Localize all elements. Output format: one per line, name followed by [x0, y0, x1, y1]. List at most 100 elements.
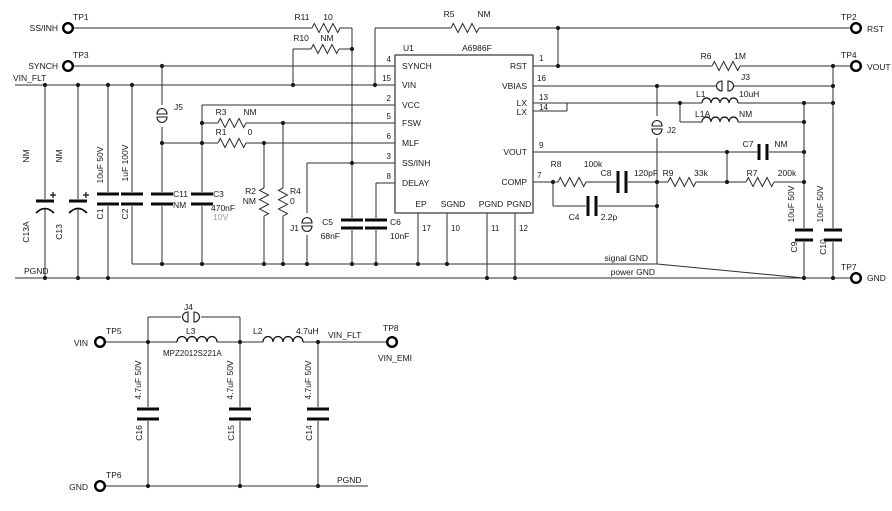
capacitor-C6 [365, 218, 387, 230]
resistor-R11-ref: R11 [295, 12, 310, 22]
ic-pin-num-17: 17 [422, 224, 431, 233]
junction-dot [159, 63, 165, 69]
junction-dot [654, 179, 660, 185]
wire-input-caps [44, 85, 133, 278]
resistor-R11 [311, 22, 341, 34]
jumper-symbols [156, 80, 734, 323]
junction-dot [280, 120, 286, 126]
plus-icon [83, 192, 89, 198]
inductor-L1A-ref: L1A [695, 109, 710, 119]
jumper-J4-icon [182, 311, 200, 323]
net-label-gnd-bottom: GND [69, 482, 88, 492]
inductor-L3-value: MPZ2012S221A [163, 349, 222, 358]
capacitor-C15-value: 4.7uF 50V [225, 360, 235, 400]
ic-pin-name-vbias: VBIAS [502, 81, 527, 91]
jumper-J4-label: J4 [184, 302, 193, 312]
wire-top-rows [15, 27, 851, 163]
capacitor-C3-ref: C3 [213, 189, 224, 199]
net-label-power-gnd: power GND [611, 267, 655, 277]
capacitor-C11-ref: C11 [173, 189, 188, 199]
inductor-L2-value: 4.7uH [296, 326, 319, 336]
ic-pin-name-pgnd2: PGND [507, 199, 532, 209]
net-label-vin-flt: VIN_FLT [13, 73, 46, 83]
resistor-R6-value: 1M [734, 51, 746, 61]
capacitor-C14-value: 4.7uF 50V [303, 360, 313, 400]
capacitor-C11 [151, 192, 173, 206]
junction-dot [801, 149, 807, 155]
capacitor-C6-ref: C6 [390, 217, 401, 227]
jumper-J5-label: J5 [174, 102, 183, 112]
resistor-R4-value: 0 [290, 196, 295, 206]
ic-pin-name-ssinh: SS/INH [402, 158, 430, 168]
testpoint-TP2-label: TP2 [841, 12, 857, 22]
junction-dot [830, 63, 836, 69]
junction-dot [105, 82, 111, 88]
resistor-R9 [667, 176, 697, 188]
ic-ref: U1 [403, 43, 414, 53]
resistor-R3-value: NM [243, 107, 256, 117]
capacitor-C13-ref: C13 [54, 224, 64, 240]
resistor-R10 [310, 43, 340, 55]
junction-dot [555, 25, 561, 31]
testpoint-TP7-label: TP7 [841, 262, 857, 272]
resistor-R3-ref: R3 [216, 107, 227, 117]
ic-pin-name-vout: VOUT [503, 147, 527, 157]
ic-pin-name-vcc: VCC [402, 100, 420, 110]
capacitor-C13A-curved-plate [35, 207, 55, 214]
junction-dot [654, 203, 660, 209]
resistor-R1-value: 0 [248, 127, 253, 137]
junction-dot [373, 261, 379, 267]
testpoint-TP1-icon [62, 22, 75, 35]
capacitor-C10-value: 10uF 50V [815, 185, 825, 222]
testpoint-TP8-icon [386, 336, 399, 349]
capacitor-C14-ref: C14 [304, 425, 314, 441]
junction-dot [145, 339, 151, 345]
capacitor-C4-ref: C4 [569, 212, 580, 222]
wire-grounds [15, 213, 851, 279]
junction-dot [315, 339, 321, 345]
capacitor-C14 [307, 407, 329, 421]
resistor-R8-value: 100k [584, 159, 603, 169]
ic-pin-num-9: 9 [539, 141, 544, 150]
junction-dot [280, 261, 286, 267]
jumper-J1-icon [301, 217, 313, 232]
junction-dot [801, 119, 807, 125]
ic-body [394, 54, 534, 214]
capacitor-symbols [35, 144, 842, 421]
junction-dot [237, 483, 243, 489]
capacitor-C3-value: 470nF [211, 203, 235, 213]
ic-pin-num-6: 6 [387, 132, 392, 141]
capacitor-C5 [341, 218, 363, 230]
ic-pin-name-sgnd: SGND [441, 199, 466, 209]
jumper-J3-icon [716, 80, 734, 92]
ic-pin-num-11: 11 [491, 224, 500, 233]
testpoint-TP7-icon [850, 272, 863, 285]
resistor-R9-ref: R9 [663, 168, 674, 178]
net-label-vout: VOUT [867, 62, 891, 72]
wire-vcc-fsw-mlf [161, 66, 395, 264]
inductor-symbols [176, 97, 739, 343]
ic-pin-num-10: 10 [451, 224, 460, 233]
junction-dot [724, 149, 730, 155]
junction-dot [105, 275, 111, 281]
inductor-L1-value: 10uH [739, 89, 759, 99]
resistor-R2-ref: R2 [245, 186, 256, 196]
capacitor-C3-voltage: 10V [213, 212, 228, 222]
capacitor-C16-ref: C16 [134, 425, 144, 441]
capacitor-C8 [616, 171, 628, 193]
testpoint-TP8-label: TP8 [383, 323, 399, 333]
inductor-L1A-value: NM [739, 109, 752, 119]
capacitor-C1-ref: C1 [95, 208, 105, 219]
junction-dot [830, 83, 836, 89]
ic-pin-name-pgnd1: PGND [479, 199, 504, 209]
capacitor-C13-value: NM [54, 149, 64, 162]
junction-dot [830, 100, 836, 106]
capacitor-C7-ref: C7 [743, 139, 754, 149]
resistor-symbols [217, 22, 775, 217]
junction-dot [801, 179, 807, 185]
capacitor-C13A-ref: C13A [21, 221, 31, 243]
capacitor-C3 [191, 192, 213, 206]
capacitor-C13A-value: NM [21, 149, 31, 162]
wire-right-side [533, 66, 834, 278]
resistor-R10-ref: R10 [293, 33, 309, 43]
